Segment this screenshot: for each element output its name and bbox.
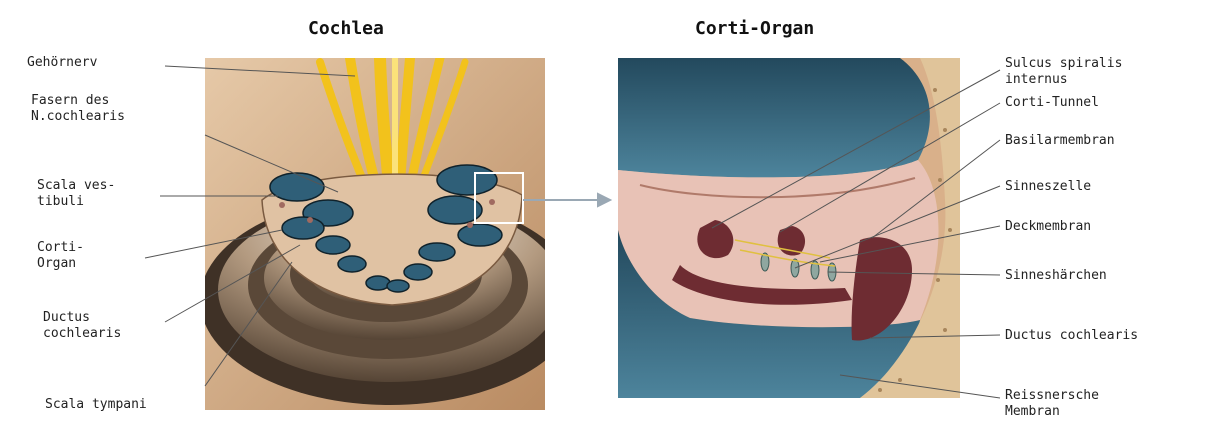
cochlea-illustration — [200, 58, 580, 410]
label-gehoernerv: Gehörnerv — [27, 55, 97, 71]
label-basilarmembran: Basilarmembran — [1005, 133, 1115, 149]
label-ductus-cochlearis-right: Ductus cochlearis — [1005, 328, 1138, 344]
label-sinneszelle: Sinneszelle — [1005, 179, 1091, 195]
label-deckmembran: Deckmembran — [1005, 219, 1091, 235]
label-reissnersche-membran: Reissnersche Membran — [1005, 388, 1099, 420]
label-scala-tympani: Scala tympani — [45, 397, 147, 413]
label-fasern-n-cochlearis: Fasern des N.cochlearis — [31, 93, 125, 125]
label-sulcus-spiralis-internus: Sulcus spiralis internus — [1005, 56, 1122, 88]
label-corti-tunnel: Corti-Tunnel — [1005, 95, 1099, 111]
scala-vestibuli-region — [618, 58, 930, 177]
corti-organ-illustration — [618, 58, 960, 398]
label-sinneshaerchen: Sinneshärchen — [1005, 268, 1107, 284]
label-corti-organ-left: Corti- Organ — [37, 240, 84, 272]
label-ductus-cochlearis-left: Ductus cochlearis — [43, 310, 121, 342]
label-scala-vestibuli: Scala ves- tibuli — [37, 178, 115, 210]
